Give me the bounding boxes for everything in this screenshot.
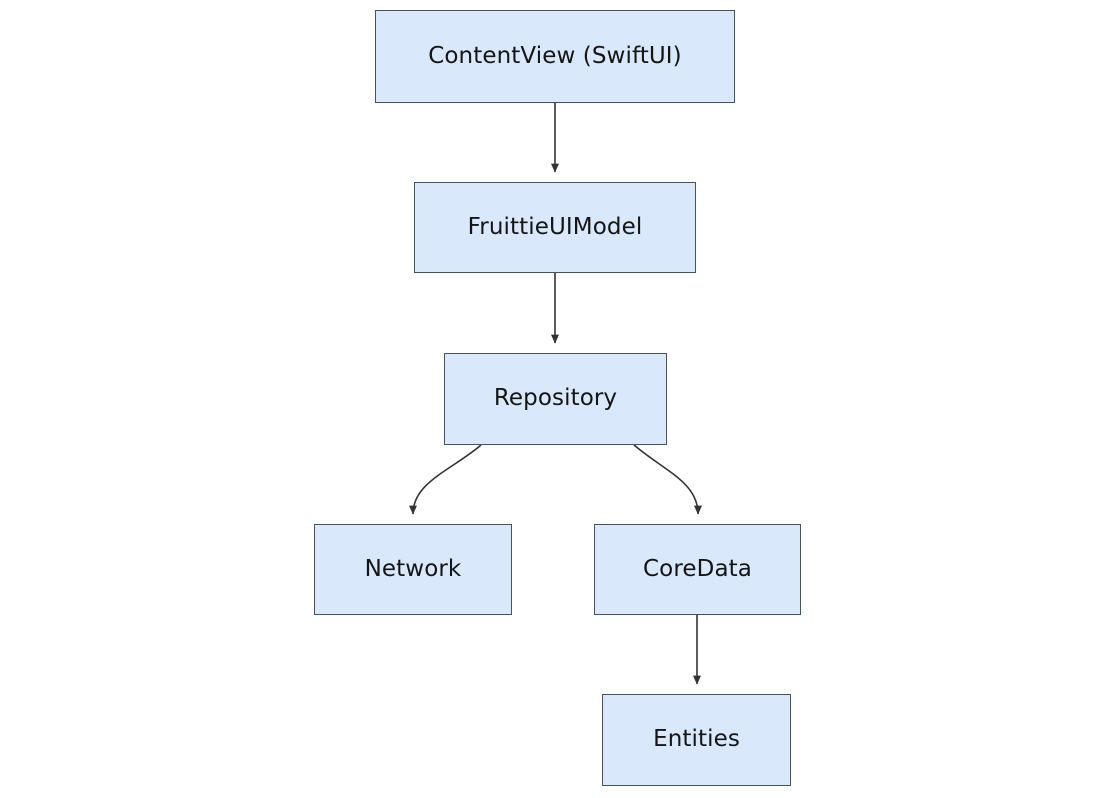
node-network-label: Network: [364, 555, 462, 582]
edge-repository-network: [409, 444, 482, 515]
node-network[interactable]: Network: [314, 524, 512, 615]
node-coredata[interactable]: CoreData: [594, 524, 801, 615]
node-entities[interactable]: Entities: [602, 694, 791, 786]
edge-repository-coredata: [633, 444, 702, 515]
node-repository[interactable]: Repository: [444, 353, 667, 445]
node-entities-label: Entities: [653, 726, 740, 753]
node-coredata-label: CoreData: [643, 555, 752, 582]
node-contentview[interactable]: ContentView (SwiftUI): [375, 10, 735, 103]
node-fruittieuimodel-label: FruittieUIModel: [467, 213, 643, 240]
node-fruittieuimodel[interactable]: FruittieUIModel: [414, 182, 696, 273]
node-contentview-label: ContentView (SwiftUI): [428, 42, 682, 69]
node-repository-label: Repository: [493, 385, 618, 412]
